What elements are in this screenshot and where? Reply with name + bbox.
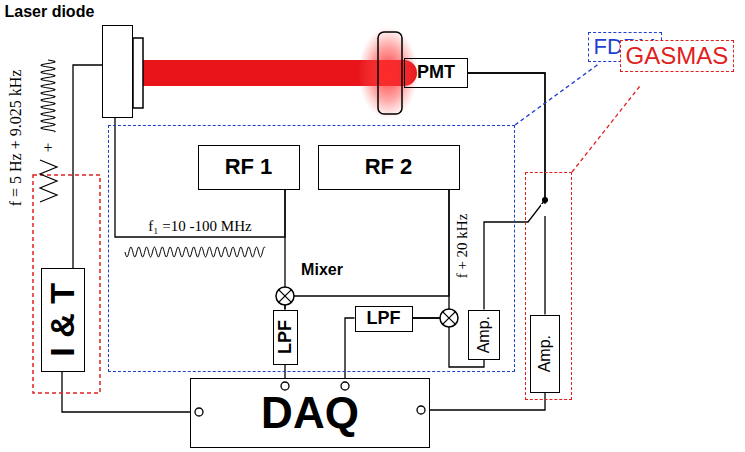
plus-sign: + [43, 139, 52, 157]
node-label: Amp. [536, 335, 554, 372]
mixer-label: Mixer [301, 261, 343, 279]
rf-waveform [125, 247, 265, 257]
detector-box: PMT [404, 58, 468, 88]
mixer-cross [279, 290, 292, 303]
signal-wire [73, 65, 102, 268]
current-temp-driver: I & T [41, 268, 84, 372]
node-label: I & T [44, 283, 81, 357]
node-label: PMT [417, 63, 455, 83]
signal-wire [413, 190, 450, 319]
amplifier: Amp. [468, 310, 500, 360]
diode-mount [133, 38, 143, 108]
rf-generator: RF 2 [318, 145, 460, 190]
signal-frequency: f + 20 kHz [454, 212, 471, 281]
beam-glow [358, 27, 418, 119]
lowpass-filter: LPF [355, 306, 413, 332]
switch-gap [541, 204, 549, 216]
node-label: RF 1 [225, 155, 273, 179]
triangle-waveform [40, 160, 57, 202]
mixer-symbol [440, 309, 458, 327]
triangle-stroke [40, 160, 57, 202]
modulation-region [33, 175, 100, 393]
amplifier: Amp. [530, 315, 560, 393]
lowpass-filter: LPF [273, 310, 299, 365]
modulation-frequency: f = 5 Hz + 9.025 kHz [7, 70, 25, 207]
signal-wire [430, 393, 545, 411]
daq-port [195, 408, 203, 416]
leader-line [515, 63, 600, 125]
node-label: RF 2 [365, 155, 413, 179]
pmt-window [378, 32, 402, 114]
mixer-cross [279, 290, 292, 303]
signal-wire [345, 318, 355, 378]
sine-stroke [41, 60, 55, 132]
daq-port [417, 406, 425, 414]
signal-frequency: f₁ =10 -100 MHz [146, 218, 253, 235]
signal-wire [62, 372, 190, 412]
rf-stroke [125, 247, 265, 257]
signal-wire [468, 73, 545, 310]
node-label: LPF [276, 320, 296, 354]
node-label: LPF [367, 309, 401, 329]
mixer-cross [443, 312, 456, 325]
signal-wire [285, 190, 449, 310]
mixer-circle [440, 309, 458, 327]
signal-wire [115, 118, 285, 237]
node-label: DAQ [261, 389, 359, 437]
node-heading: GASMAS [620, 40, 735, 72]
node-heading: Laser diode [5, 3, 95, 21]
mixer-cross [443, 312, 456, 325]
node-label: Amp. [475, 316, 493, 353]
leader-line [572, 86, 640, 172]
laser-diode: Laser diode [102, 25, 133, 118]
rf-generator: RF 1 [198, 145, 300, 190]
signal-wire [468, 73, 545, 315]
mixer-circle [276, 287, 294, 305]
gasmas-region: GASMASAmp. [525, 172, 572, 400]
switch-pivot [542, 197, 548, 203]
daq-box: DAQ [190, 378, 430, 448]
mixer-symbol [276, 287, 294, 305]
sine-waveform [41, 60, 55, 132]
